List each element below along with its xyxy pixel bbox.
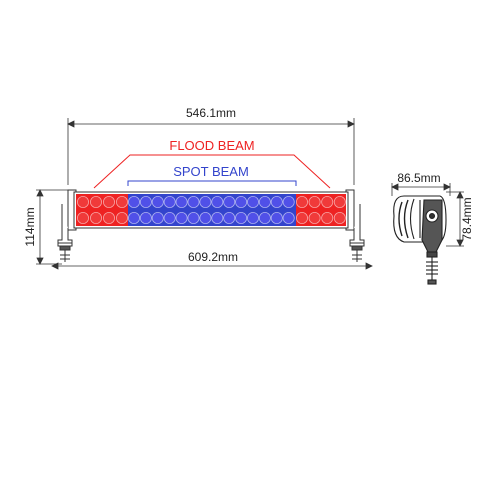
- led-spot: [139, 211, 152, 224]
- led-spot: [246, 211, 259, 224]
- led-spot: [258, 195, 271, 208]
- led-flood-left: [103, 195, 116, 208]
- led-spot: [223, 211, 236, 224]
- flood-beam-label: FLOOD BEAM: [169, 138, 254, 153]
- left-mount-bracket: [57, 204, 73, 262]
- led-spot: [211, 211, 224, 224]
- led-spot: [282, 195, 295, 208]
- led-grid: [77, 195, 346, 224]
- top-width-label: 546.1mm: [186, 106, 236, 120]
- light-bar-front-view: [67, 189, 355, 231]
- side-width-label: 86.5mm: [397, 171, 440, 185]
- led-spot: [270, 211, 283, 224]
- led-spot: [187, 195, 200, 208]
- height-dimension: [36, 189, 72, 265]
- spot-beam-bracket: [127, 180, 297, 186]
- led-spot: [163, 195, 176, 208]
- led-flood-left: [103, 211, 116, 224]
- bottom-width-label: 609.2mm: [188, 250, 238, 264]
- led-spot: [199, 211, 212, 224]
- side-height-label: 78.4mm: [460, 197, 474, 240]
- led-spot: [151, 195, 164, 208]
- led-spot: [246, 195, 259, 208]
- led-flood-left: [77, 195, 90, 208]
- led-flood-right: [333, 211, 346, 224]
- led-flood-right: [295, 195, 308, 208]
- height-label: 114mm: [23, 207, 37, 246]
- bottom-width-dimension: [51, 262, 373, 270]
- led-flood-right: [321, 195, 334, 208]
- led-spot: [187, 211, 200, 224]
- led-flood-left: [77, 211, 90, 224]
- led-flood-right: [321, 211, 334, 224]
- led-flood-right: [308, 211, 321, 224]
- right-mount-bracket: [349, 204, 365, 262]
- side-width-dimension: [391, 183, 451, 196]
- spot-beam-label: SPOT BEAM: [173, 164, 249, 179]
- led-spot: [139, 195, 152, 208]
- side-height-dimension: [446, 191, 464, 247]
- led-flood-left: [116, 195, 129, 208]
- led-flood-right: [333, 195, 346, 208]
- light-bar-side-view: [393, 195, 447, 285]
- led-spot: [235, 195, 248, 208]
- led-spot: [127, 195, 140, 208]
- led-spot: [175, 195, 188, 208]
- led-spot: [199, 195, 212, 208]
- led-flood-left: [90, 195, 103, 208]
- led-spot: [175, 211, 188, 224]
- led-spot: [258, 211, 271, 224]
- led-spot: [151, 211, 164, 224]
- led-spot: [282, 211, 295, 224]
- led-spot: [223, 195, 236, 208]
- led-flood-left: [90, 211, 103, 224]
- led-flood-right: [295, 211, 308, 224]
- led-spot: [163, 211, 176, 224]
- flood-beam-bracket: [93, 154, 331, 189]
- led-spot: [127, 211, 140, 224]
- led-spot: [211, 195, 224, 208]
- led-flood-right: [308, 195, 321, 208]
- led-spot: [235, 211, 248, 224]
- top-width-dimension: [67, 118, 355, 185]
- led-spot: [270, 195, 283, 208]
- led-flood-left: [116, 211, 129, 224]
